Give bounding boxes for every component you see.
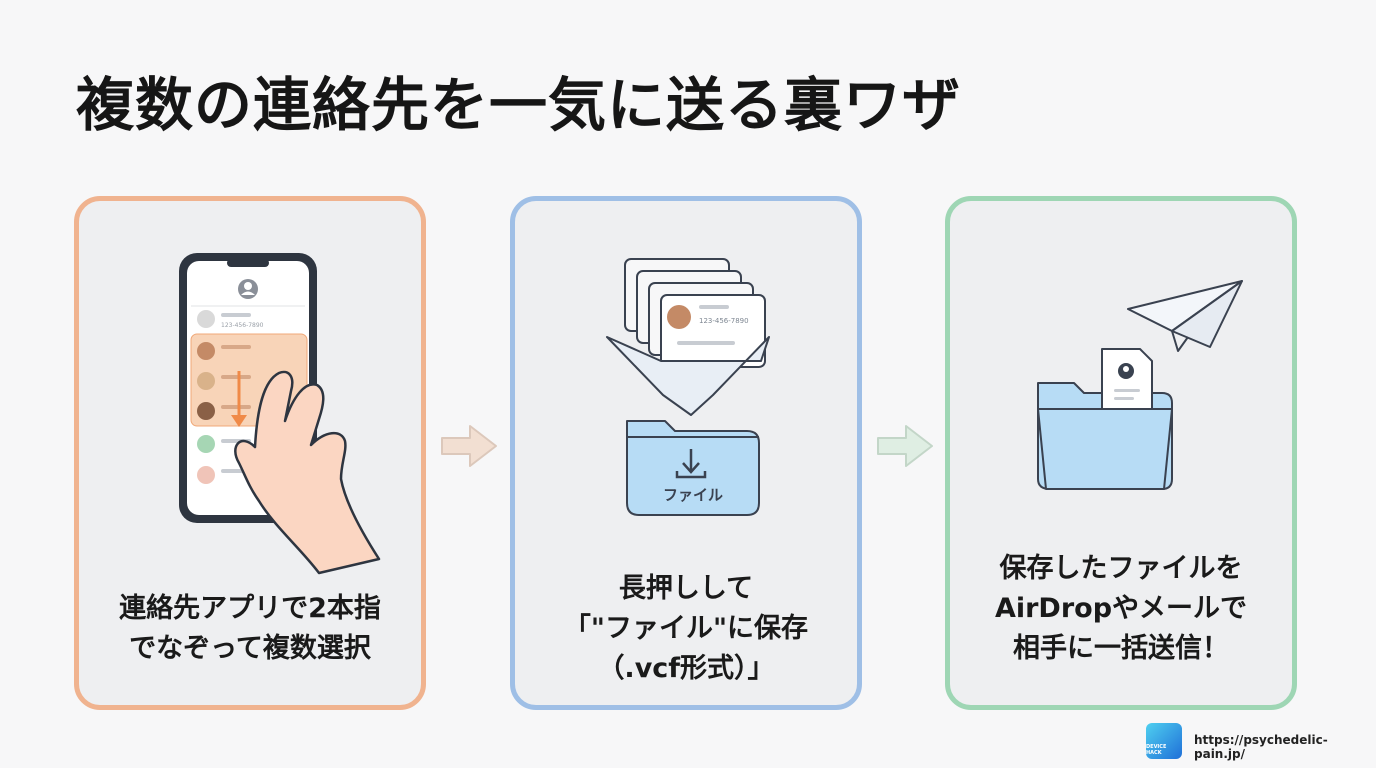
arrow-right-icon — [877, 425, 933, 467]
caption-line: 連絡先アプリで2本指 — [119, 593, 381, 624]
caption-line: 相手に一括送信！ — [1013, 633, 1229, 664]
folder-label: ファイル — [663, 486, 723, 504]
logo-text: DEVICE HACK — [1146, 744, 1167, 756]
caption-line: 保存したファイルを — [999, 553, 1243, 584]
step-3-card: 保存したファイルを AirDropやメールで 相手に一括送信！ — [945, 196, 1297, 710]
step-1-caption: 連絡先アプリで2本指 でなぞって複数選択 — [79, 589, 421, 669]
paper-plane-icon — [1127, 280, 1243, 352]
step-2-caption: 長押しして 「"ファイル"に保存 （.vcf形式）」 — [515, 569, 857, 689]
file-save-illustration: 123-456-7890 ファイル — [606, 258, 770, 516]
send-illustration — [1037, 280, 1243, 490]
site-logo: DEVICE HACK — [1146, 723, 1182, 759]
caption-line: でなぞって複数選択 — [129, 633, 371, 664]
document-icon — [1101, 348, 1153, 424]
arrow-right-icon — [441, 425, 497, 467]
download-icon — [675, 449, 707, 479]
caption-line: 「"ファイル"に保存 — [563, 613, 809, 644]
step-3-caption: 保存したファイルを AirDropやメールで 相手に一括送信！ — [950, 549, 1292, 669]
site-url[interactable]: https://psychedelic-pain.jp/ — [1194, 733, 1328, 761]
caption-line: 長押しして — [618, 573, 754, 604]
caption-line: AirDropやメールで — [994, 593, 1248, 624]
avatar-icon — [238, 279, 258, 299]
contact-card-icon: 123-456-7890 — [624, 258, 766, 368]
contact-number: 123-456-7890 — [221, 322, 264, 329]
contact-number: 123-456-7890 — [699, 317, 749, 325]
step-2-card: 123-456-7890 ファイル 長押しして 「"ファイル"に保存 （.vcf… — [510, 196, 862, 710]
hand-icon — [234, 370, 381, 575]
step-1-card: 123-456-7890 連絡先アプリで2本指 でなぞって複数選択 — [74, 196, 426, 710]
page-title: 複数の連絡先を一気に送る裏ワザ — [76, 71, 962, 139]
phone-illustration: 123-456-7890 — [179, 253, 381, 575]
funnel-arrow-icon — [606, 336, 770, 416]
caption-line: （.vcf形式）」 — [597, 653, 775, 684]
